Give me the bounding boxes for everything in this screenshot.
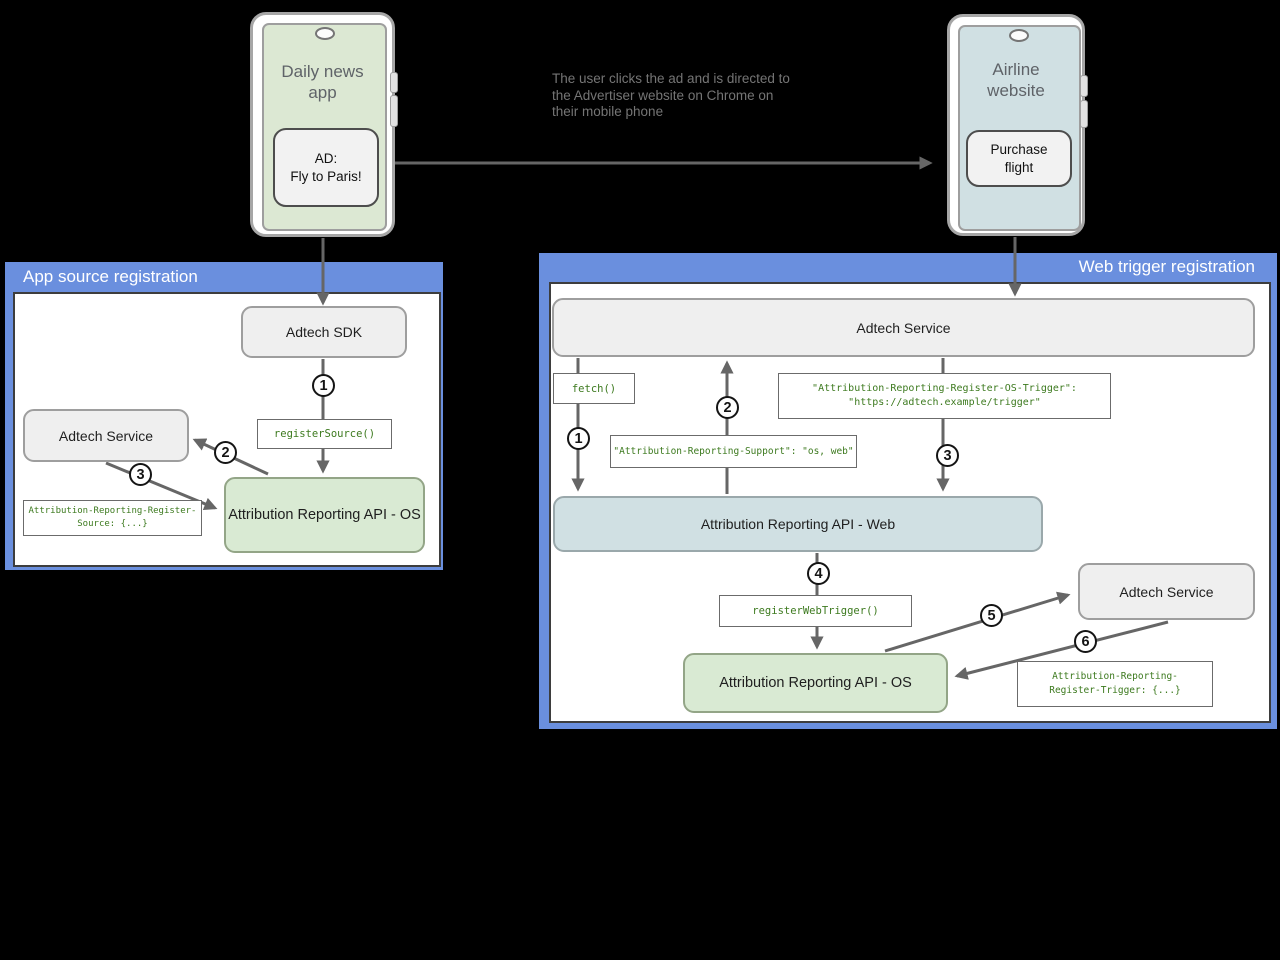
step-1-right: 1 [567,427,590,450]
phone-camera-dot [1009,29,1029,42]
node-api-os-right: Attribution Reporting API - OS [683,653,948,713]
phone-volume-button [1080,75,1088,97]
code-fetch-text: fetch() [571,382,617,395]
phone-volume-button [390,72,398,93]
airline-phone: Airline website Purchase flight [947,14,1088,236]
ad-box-text: AD: Fly to Paris! [290,150,362,184]
step-1-left: 1 [312,374,335,397]
arrow-service-to-apios-right [954,620,1169,680]
step-2-left-num: 2 [221,444,230,461]
airline-screen [958,25,1081,231]
step-1-left-num: 1 [319,377,328,394]
airline-website-title: Airline website [987,60,1045,100]
node-adtech-service-right: Adtech Service [1078,563,1255,620]
daily-news-app-title: Daily news app [281,62,364,102]
step-6-num: 6 [1081,633,1090,650]
code-register-trigger-header: Attribution-Reporting- Register-Trigger:… [1017,661,1213,707]
code-support-header: "Attribution-Reporting-Support": "os, we… [610,435,857,468]
phone-camera-dot [315,27,335,40]
user-click-annotation: The user clicks the ad and is directed t… [552,71,790,119]
node-adtech-sdk: Adtech SDK [241,306,407,358]
step-5: 5 [980,604,1003,627]
code-register-source-text: registerSource() [273,428,376,440]
app-source-panel-title: App source registration [23,267,198,286]
code-os-trigger-header-text: "Attribution-Reporting-Register-OS-Trigg… [812,383,1077,408]
step-2-left: 2 [214,441,237,464]
arrow-apios-to-service-right [884,591,1071,653]
node-adtech-service-left: Adtech Service [23,409,189,462]
step-3-right-num: 3 [943,447,952,464]
code-support-header-text: "Attribution-Reporting-Support": "os, we… [613,446,854,457]
purchase-flight-button[interactable]: Purchase flight [966,130,1072,187]
node-adtech-sdk-label: Adtech SDK [285,324,363,340]
step-5-num: 5 [987,607,996,624]
step-4: 4 [807,562,830,585]
code-register-source-header: Attribution-Reporting-Register- Source: … [23,500,202,536]
code-register-web-trigger-text: registerWebTrigger() [752,605,879,617]
node-adtech-service-right-label: Adtech Service [1119,583,1214,600]
node-api-web: Attribution Reporting API - Web [553,496,1043,552]
web-trigger-panel-title: Web trigger registration [1078,257,1255,276]
node-adtech-service-top: Adtech Service [552,298,1255,357]
node-api-os-right-label: Attribution Reporting API - OS [719,675,912,691]
phone-power-button [390,95,398,127]
node-adtech-service-top-label: Adtech Service [856,319,951,336]
step-6: 6 [1074,630,1097,653]
code-fetch: fetch() [553,373,635,404]
code-register-source: registerSource() [257,419,392,449]
code-register-trigger-header-text: Attribution-Reporting- Register-Trigger:… [1049,671,1181,696]
node-api-os-left: Attribution Reporting API - OS [224,477,425,553]
node-api-web-label: Attribution Reporting API - Web [700,516,896,532]
step-2-right-num: 2 [723,399,732,416]
ad-fly-to-paris[interactable]: AD: Fly to Paris! [273,128,379,207]
code-register-web-trigger: registerWebTrigger() [719,595,912,627]
code-os-trigger-header: "Attribution-Reporting-Register-OS-Trigg… [778,373,1111,419]
step-4-num: 4 [814,565,823,582]
step-2-right: 2 [716,396,739,419]
node-adtech-service-left-label: Adtech Service [58,427,154,444]
step-3-left-num: 3 [136,466,145,483]
daily-news-phone: Daily news app AD: Fly to Paris! [250,12,398,237]
code-register-source-header-text: Attribution-Reporting-Register- Source: … [28,506,197,529]
step-3-left: 3 [129,463,152,486]
node-api-os-left-label: Attribution Reporting API - OS [228,507,421,523]
step-3-right: 3 [936,444,959,467]
phone-power-button [1080,100,1088,128]
step-1-right-num: 1 [574,430,583,447]
purchase-flight-text: Purchase flight [990,141,1048,175]
